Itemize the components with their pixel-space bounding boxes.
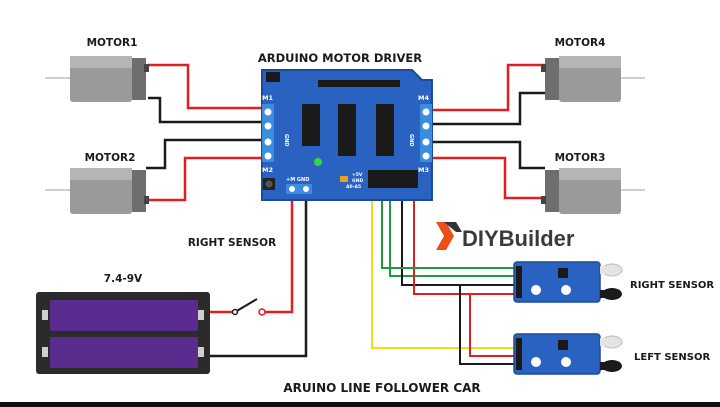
- wire-motor3-red: [432, 156, 545, 200]
- motor3: MOTOR3: [541, 152, 645, 214]
- wire-power-red: [262, 192, 294, 314]
- right-ir-sensor: RIGHT SENSOR: [513, 261, 714, 303]
- board-label-m4: M4: [418, 94, 429, 102]
- wire-ls-black: [459, 285, 514, 365]
- wire-motor3-black: [432, 140, 545, 170]
- motor2-label: MOTOR2: [85, 152, 136, 164]
- motor4: MOTOR4: [541, 37, 645, 102]
- brand-name: DIYBuilder: [462, 226, 575, 251]
- board-label-gnd-left: GND: [283, 134, 289, 146]
- power-switch: [231, 298, 266, 316]
- battery-pack: 7.4-9V: [36, 273, 210, 374]
- wires-power: [210, 192, 308, 358]
- wire-motor1-black: [148, 96, 262, 124]
- board-label-m2: M2: [262, 166, 273, 174]
- board-label-gnd-right: GND: [408, 134, 414, 146]
- brand-logo: DIYBuilder: [436, 222, 575, 251]
- wires-right-motors: [432, 63, 545, 200]
- board-label-m1: M1: [262, 94, 273, 102]
- wire-ls-red: [469, 294, 514, 357]
- wire-rs-red: [413, 190, 514, 295]
- wire-motor2-red: [146, 156, 262, 202]
- board-label-m3: M3: [418, 166, 429, 174]
- motor4-label: MOTOR4: [555, 37, 606, 49]
- wire-rs-black: [401, 190, 514, 286]
- board-label-a0-a5: A0-A5: [346, 184, 361, 190]
- wires-left-motors: [146, 63, 262, 202]
- board-label-pins-gnd: GND: [352, 178, 363, 184]
- motor1: MOTOR1: [45, 37, 149, 102]
- motor-driver-board: M1 M2 M4 M3 GND GND +M GND +5V GND A0-A5: [261, 69, 433, 201]
- bottom-border: [0, 402, 720, 407]
- motor3-label: MOTOR3: [555, 152, 606, 164]
- left-sensor-label: LEFT SENSOR: [634, 352, 710, 363]
- diagram-title: ARDUINO MOTOR DRIVER: [258, 51, 422, 65]
- diagram-caption: ARUINO LINE FOLLOWER CAR: [283, 381, 480, 395]
- wire-power-black: [210, 192, 308, 358]
- motor1-label: MOTOR1: [87, 37, 138, 49]
- wire-motor2-black: [146, 138, 262, 170]
- battery-label: 7.4-9V: [104, 273, 143, 285]
- wire-rs-green: [389, 190, 514, 277]
- switch-sensor-label: RIGHT SENSOR: [188, 237, 276, 249]
- wire-ls-green: [381, 190, 514, 269]
- wires-sensors: [371, 190, 514, 365]
- right-sensor-label: RIGHT SENSOR: [630, 280, 714, 291]
- wire-ls-yellow: [371, 190, 514, 349]
- motor2: MOTOR2: [45, 152, 149, 214]
- wire-motor1-red: [148, 63, 262, 110]
- board-label-5v: +5V: [352, 172, 363, 178]
- wire-motor4-black: [432, 91, 545, 126]
- board-label-ext-power: +M GND: [286, 177, 309, 183]
- left-ir-sensor: LEFT SENSOR: [513, 333, 710, 375]
- wire-motor4-red: [432, 63, 545, 112]
